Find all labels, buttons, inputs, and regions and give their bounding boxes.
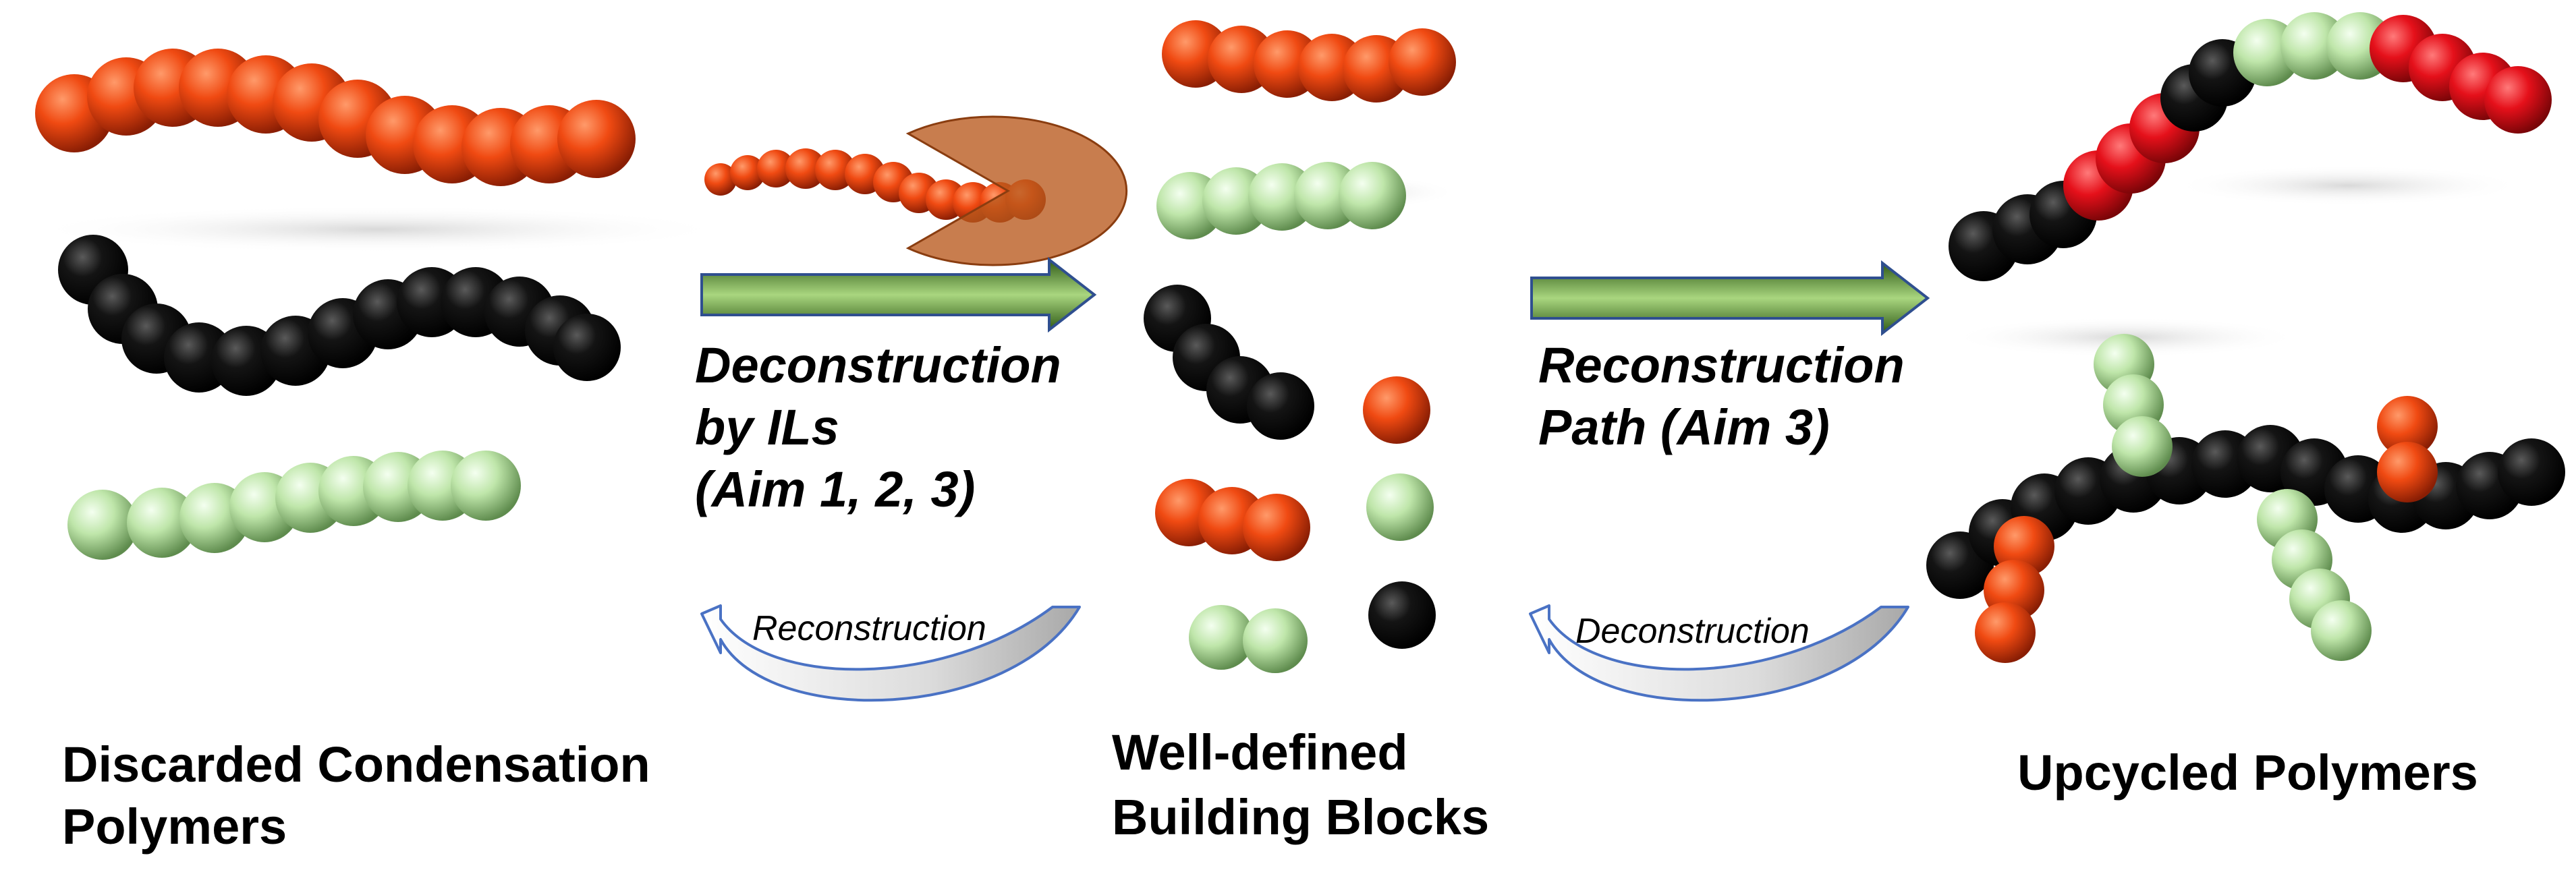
building-blocks-label-line1: Well-defined [1112, 724, 1408, 780]
block-orange-monomer [1363, 376, 1430, 444]
reverse-reconstruction-arrow [700, 604, 1081, 702]
block-green-pentamer [1156, 162, 1406, 239]
deconstruction-label-line1: Deconstruction [695, 337, 1061, 393]
reverse-deconstruction-arrow [1529, 604, 1909, 702]
upcycled-graft-green-branch-1 [2094, 334, 2173, 477]
deconstruction-label-line2: by ILs [695, 399, 839, 455]
discarded-green-chain [67, 451, 521, 560]
reconstruction-arrow [1530, 260, 1930, 337]
upcycled-graft-orange-branch-1 [2377, 396, 2438, 502]
discarded-orange-chain [35, 49, 636, 186]
block-orange-hexamer [1162, 20, 1456, 103]
reverse-deconstruction-label: Deconstruction [1575, 612, 1810, 651]
block-orange-trimer [1155, 479, 1310, 561]
block-green-dimer [1189, 605, 1308, 673]
upcycled-label: Upcycled Polymers [2017, 745, 2478, 801]
deconstruction-arrow [700, 256, 1097, 333]
block-black-monomer [1368, 581, 1436, 649]
upcycled-graft-orange-branch-2 [1975, 516, 2054, 663]
reconstruction-label-line2: Path (Aim 3) [1538, 399, 1830, 455]
block-black-tetramer [1144, 285, 1314, 440]
block-green-monomer [1366, 473, 1434, 541]
reverse-reconstruction-label: Reconstruction [752, 609, 986, 648]
discarded-label-line2: Polymers [62, 799, 287, 855]
deconstruction-label-line3: (Aim 1, 2, 3) [695, 461, 976, 517]
reconstruction-label-line1: Reconstruction [1538, 337, 1905, 393]
upcycled-graft-green-branch-2 [2257, 489, 2372, 661]
building-blocks-label-line2: Building Blocks [1112, 789, 1490, 845]
upcycled-block-copolymer [1949, 12, 2552, 281]
pacman-icon [905, 115, 1128, 266]
discarded-label-line1: Discarded Condensation [62, 737, 650, 792]
discarded-black-chain [58, 235, 621, 396]
